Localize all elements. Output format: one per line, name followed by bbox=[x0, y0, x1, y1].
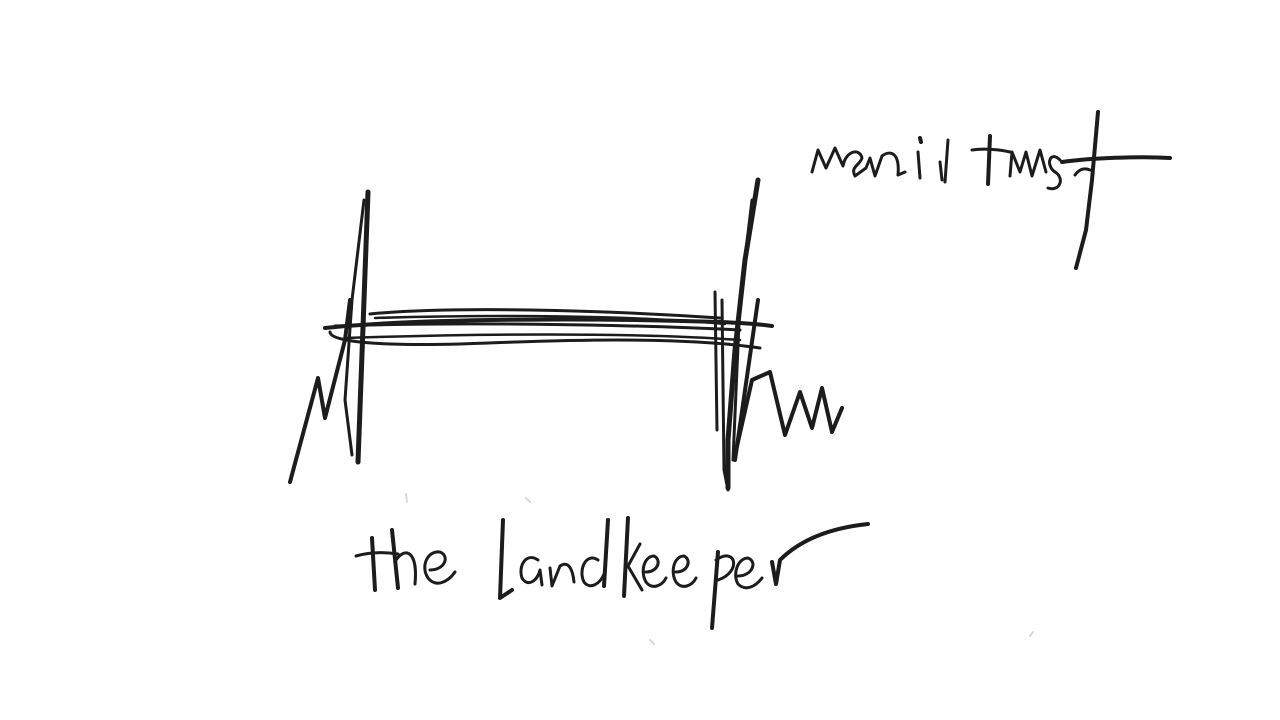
handwriting-top-right bbox=[810, 110, 1172, 270]
bridge-beam bbox=[323, 308, 774, 350]
faint-smudges bbox=[405, 493, 1034, 645]
right-post bbox=[713, 177, 844, 492]
handwriting-bottom bbox=[354, 516, 870, 630]
